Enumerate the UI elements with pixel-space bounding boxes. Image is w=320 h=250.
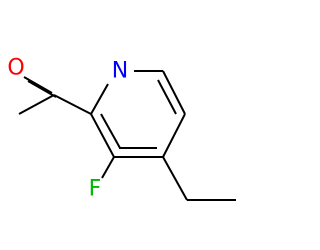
- molecule-structure: O N F: [7, 56, 236, 202]
- bond-c2-n1: [90, 83, 109, 115]
- bond-c6-c5-inner: [157, 79, 177, 115]
- oxygen-atom-label: O: [7, 56, 24, 81]
- bond-c3-fluorine: [101, 156, 115, 179]
- bond-methyl-carbonyl: [18, 94, 55, 115]
- fluorine-atom-label: F: [89, 177, 102, 202]
- bond-c6-c5: [162, 70, 186, 115]
- bond-c3-c2-inner: [100, 113, 121, 149]
- nitrogen-atom-label: N: [112, 59, 128, 84]
- bond-carbonyl-double-inner: [27, 80, 57, 98]
- bond-carbonyl-ring: [53, 94, 92, 115]
- bond-c4-ethyl: [162, 156, 188, 201]
- structure-canvas: O N F: [7, 56, 236, 202]
- bond-carbonyl-double-outer: [23, 76, 53, 94]
- bond-c3-c2: [90, 113, 115, 158]
- bond-c5-c4: [162, 113, 186, 158]
